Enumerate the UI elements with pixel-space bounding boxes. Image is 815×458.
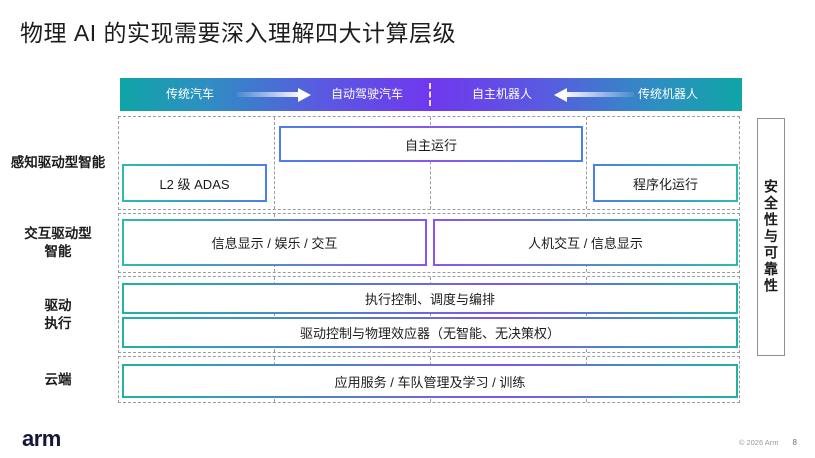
page-title: 物理 AI 的实现需要深入理解四大计算层级 [20,20,457,46]
box-cloud-services: 应用服务 / 车队管理及学习 / 训练 [122,364,738,398]
safety-reliability-label: 安全性与可靠性 [763,179,779,295]
box-execution-control: 执行控制、调度与编排 [122,283,738,314]
row-label-perception: 感知驱动型智能 [10,155,106,171]
arm-logo: arm [22,426,61,451]
header-label-traditional-robot: 传统机器人 [637,87,698,101]
box-execution-control-label: 执行控制、调度与编排 [124,285,736,312]
box-hmi-info-display: 人机交互 / 信息显示 [433,219,738,266]
row-label-cloud: 云端 [44,371,72,387]
layer-row-actuation: 执行控制、调度与编排 驱动控制与物理效应器（无智能、无决策权） [118,276,740,353]
box-programmed-operation: 程序化运行 [593,164,738,202]
box-info-display-entertainment-label: 信息显示 / 娱乐 / 交互 [124,221,425,264]
header-label-autonomous-robot: 自主机器人 [471,87,532,101]
row-label-actuation: 驱动 执行 [44,297,72,331]
box-info-display-entertainment: 信息显示 / 娱乐 / 交互 [122,219,427,266]
header-label-autonomous-car: 自动驾驶汽车 [330,87,403,101]
column-divider [586,277,587,352]
header-label-traditional-car: 传统汽车 [165,87,214,101]
arrow-right-head [298,87,311,102]
arrow-left-head [554,87,567,102]
box-programmed-operation-label: 程序化运行 [595,166,736,200]
layer-row-interaction: 信息显示 / 娱乐 / 交互 人机交互 / 信息显示 [118,213,740,273]
box-drive-control: 驱动控制与物理效应器（无智能、无决策权） [122,317,738,348]
footer-meta: © 2026 Arm 8 [739,438,797,447]
column-divider [430,277,431,352]
box-drive-control-label: 驱动控制与物理效应器（无智能、无决策权） [124,319,736,346]
box-cloud-services-label: 应用服务 / 车队管理及学习 / 训练 [124,366,736,396]
box-autonomous-operation: 自主运行 [279,126,583,162]
box-autonomous-operation-label: 自主运行 [281,128,581,160]
arrow-right-tail [237,92,298,97]
column-divider [274,277,275,352]
column-divider [586,117,587,209]
header-gradient-bar: 传统汽车 自动驾驶汽车 自主机器人 传统机器人 [120,78,742,111]
layer-row-perception: 自主运行 L2 级 ADAS 程序化运行 [118,116,740,210]
column-divider [430,117,431,209]
arrow-left-icon [554,87,634,102]
arrow-right-icon [237,87,311,102]
header-center-divider [429,83,431,106]
box-l2-adas: L2 级 ADAS [122,164,267,202]
safety-reliability-box: 安全性与可靠性 [757,118,785,356]
copyright-text: © 2026 Arm [738,438,779,447]
arrow-left-tail [567,92,634,97]
column-divider [274,117,275,209]
box-l2-adas-label: L2 级 ADAS [124,166,265,200]
box-hmi-info-display-label: 人机交互 / 信息显示 [435,221,736,264]
layer-row-cloud: 应用服务 / 车队管理及学习 / 训练 [118,356,740,403]
page-number: 8 [792,438,797,447]
row-label-interaction: 交互驱动型 智能 [24,226,92,259]
